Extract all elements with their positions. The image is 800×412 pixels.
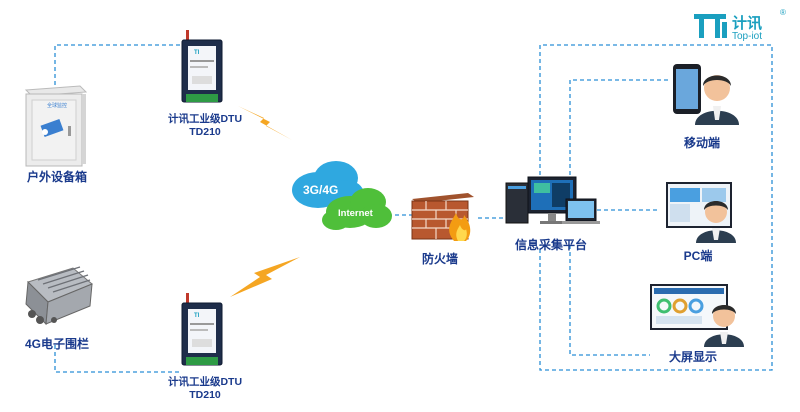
svg-text:TI: TI (194, 50, 200, 56)
bigscreen-user-icon (650, 284, 744, 347)
logo-en: Top-iot (732, 31, 763, 42)
dtu-top-icon: TI (181, 30, 223, 103)
dtu-bottom-label-line2: TD210 (189, 389, 221, 401)
cloud-cluster-icon (292, 161, 392, 230)
brand-logo: 计讯 ® Top-iot (692, 8, 797, 46)
dtu-top-label: 计讯工业级DTU TD210 (160, 113, 250, 139)
dtu-top-label-line1: 计讯工业级DTU (167, 113, 243, 125)
logo-reg: ® (780, 8, 786, 17)
line-outer-frame (539, 44, 773, 371)
cabinet-sign: 全球监控 (47, 103, 68, 109)
cloud-3g-label: 3G/4G (303, 183, 339, 197)
electronic-fence-icon (25, 266, 93, 326)
bigscreen-label: 大屏显示 (668, 350, 717, 364)
line-fence-dtu (54, 345, 180, 373)
mobile-label: 移动端 (683, 136, 720, 150)
dtu-bottom-label-line1: 计讯工业级DTU (167, 376, 243, 388)
pc-user-icon (666, 182, 736, 243)
line-cabinet-dtu (54, 44, 180, 85)
dtu-top-label-line2: TD210 (189, 126, 221, 138)
dtu-bottom-icon: TI (181, 293, 223, 366)
fence-label: 4G电子围栏 (24, 337, 89, 351)
cabinet-label: 户外设备箱 (26, 170, 87, 184)
firewall-label: 防火墙 (421, 252, 458, 266)
svg-text:TI: TI (194, 313, 200, 319)
logo-mark-icon (694, 14, 727, 38)
dtu-bottom-label: 计讯工业级DTU TD210 (160, 376, 250, 402)
logo-cn: 计讯 (732, 15, 763, 32)
outdoor-cabinet-icon (24, 85, 88, 167)
cloud-internet-label: Internet (338, 208, 373, 219)
lightning-top-icon (238, 106, 292, 140)
platform-computers-icon (505, 176, 600, 224)
firewall-icon (411, 193, 474, 241)
line-platform-bigscreen (569, 245, 650, 356)
mobile-user-icon (673, 64, 739, 125)
pc-label: PC端 (683, 249, 713, 263)
platform-label: 信息采集平台 (514, 238, 587, 252)
lightning-bottom-icon (230, 257, 300, 297)
line-platform-mobile (569, 79, 668, 175)
